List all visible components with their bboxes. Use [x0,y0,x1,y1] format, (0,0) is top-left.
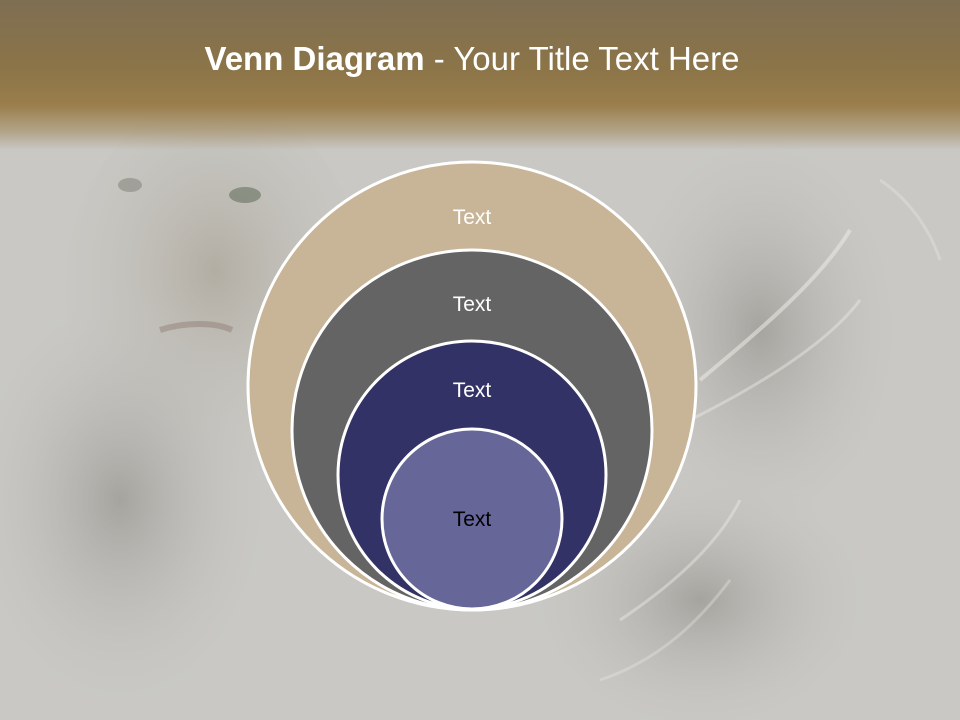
venn-label-4: Text [453,508,492,531]
venn-label-2: Text [453,293,492,316]
header-band [0,0,960,150]
venn-label-3: Text [453,379,492,402]
title-bold: Venn Diagram [204,40,425,77]
venn-label-1: Text [453,206,492,229]
venn-circle-4 [380,427,564,611]
venn-layer-4: Text [380,427,564,611]
page-title: Venn Diagram - Your Title Text Here [0,40,944,78]
title-rest: - Your Title Text Here [424,40,740,77]
